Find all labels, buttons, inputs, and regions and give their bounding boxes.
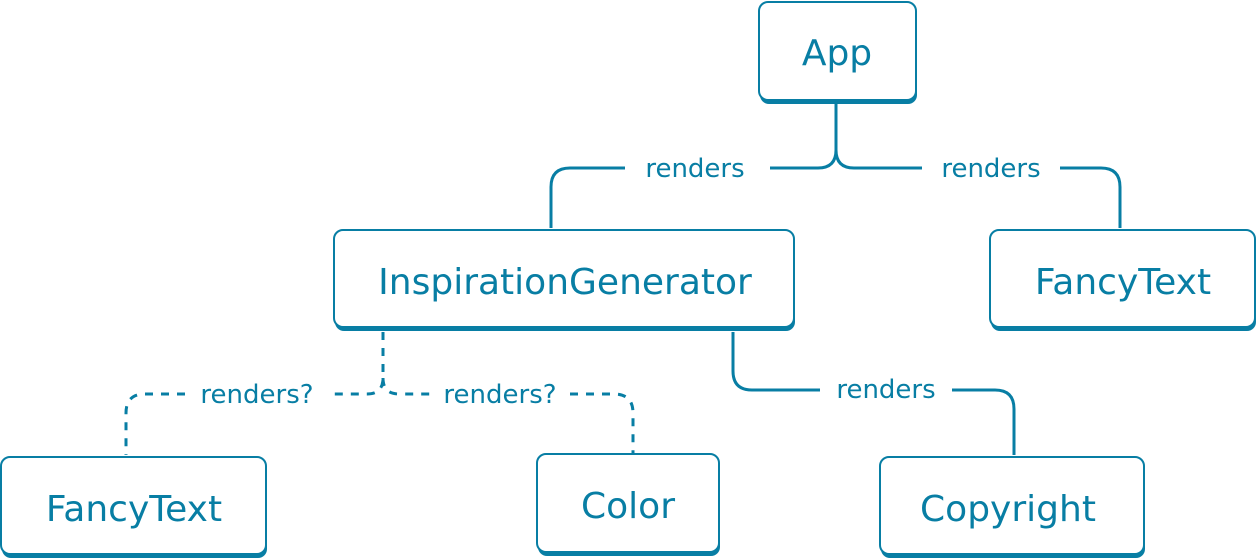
node-fancytext-top: FancyText <box>989 229 1256 331</box>
edge-inspiration-to-copyright <box>731 332 1016 455</box>
node-fancytext-bottom: FancyText <box>0 456 267 558</box>
node-color-label: Color <box>581 486 675 527</box>
node-copyright-label: Copyright <box>920 489 1096 530</box>
edge-label-inspiration-to-copyright: renders <box>836 375 935 405</box>
node-app-label: App <box>802 33 872 74</box>
edge-inspiration-to-color <box>381 377 635 455</box>
node-copyright: Copyright <box>879 456 1145 558</box>
node-inspiration-generator: InspirationGenerator <box>333 229 795 331</box>
node-app: App <box>758 1 917 104</box>
edge-label-inspiration-to-color: renders? <box>443 380 556 410</box>
node-color: Color <box>536 453 720 556</box>
node-inspiration-generator-label: InspirationGenerator <box>378 262 752 303</box>
edge-label-app-to-fancytext: renders <box>941 154 1040 184</box>
edge-app-to-fancytext <box>834 149 1122 228</box>
edge-label-inspiration-to-fancytext: renders? <box>200 380 313 410</box>
node-fancytext-top-label: FancyText <box>1035 262 1211 303</box>
node-fancytext-bottom-label: FancyText <box>46 489 222 530</box>
edge-label-app-to-inspiration-generator: renders <box>645 154 744 184</box>
edge-inspiration-to-fancytext <box>124 332 385 455</box>
